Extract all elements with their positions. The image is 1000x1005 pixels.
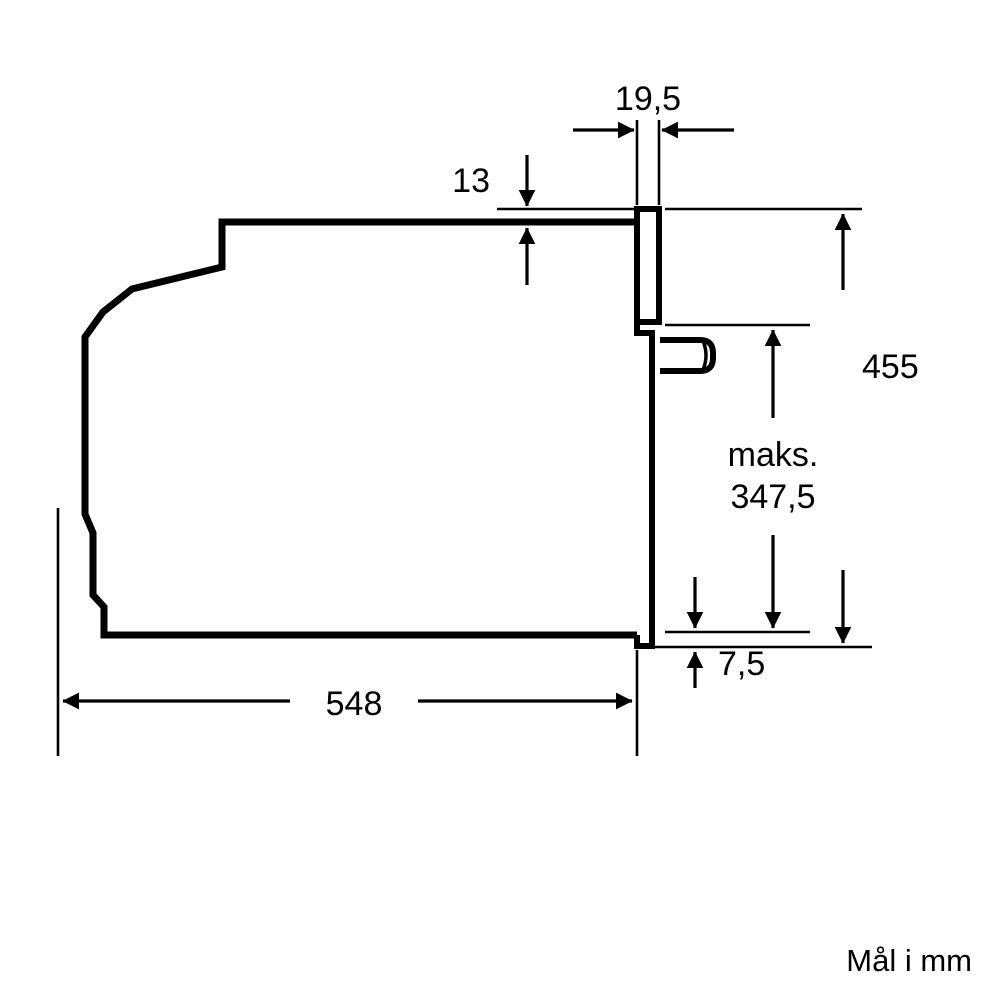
dim-548-label: 548 [326,685,383,723]
door-handle [660,337,716,374]
oven-front-panel [634,206,662,649]
handle-end-cap [701,340,708,371]
dim-195-label: 19,5 [615,80,681,118]
dimension-7-5: 7,5 [686,577,765,688]
dim-3475-label: 347,5 [730,478,815,516]
dim-75-label: 7,5 [718,645,765,683]
dimension-19-5: 19,5 [573,80,734,139]
dim-maks-label: maks. [728,436,819,474]
door-panel-upper [634,206,662,325]
dimension-maks-347-5: maks. 347,5 [728,329,819,629]
oven-cavity-profile [81,218,637,639]
dim-13-label: 13 [452,162,490,200]
dim-455-label: 455 [862,348,919,386]
unit-note-label: Mål i mm [846,943,972,978]
extension-lines [56,120,872,756]
dimension-455: 455 [834,213,919,644]
oven-body-outline [81,218,637,639]
dimension-13: 13 [452,155,536,285]
handle-outline [660,337,716,374]
dimension-548: 548 [62,685,633,723]
door-panel-lower [634,322,655,649]
